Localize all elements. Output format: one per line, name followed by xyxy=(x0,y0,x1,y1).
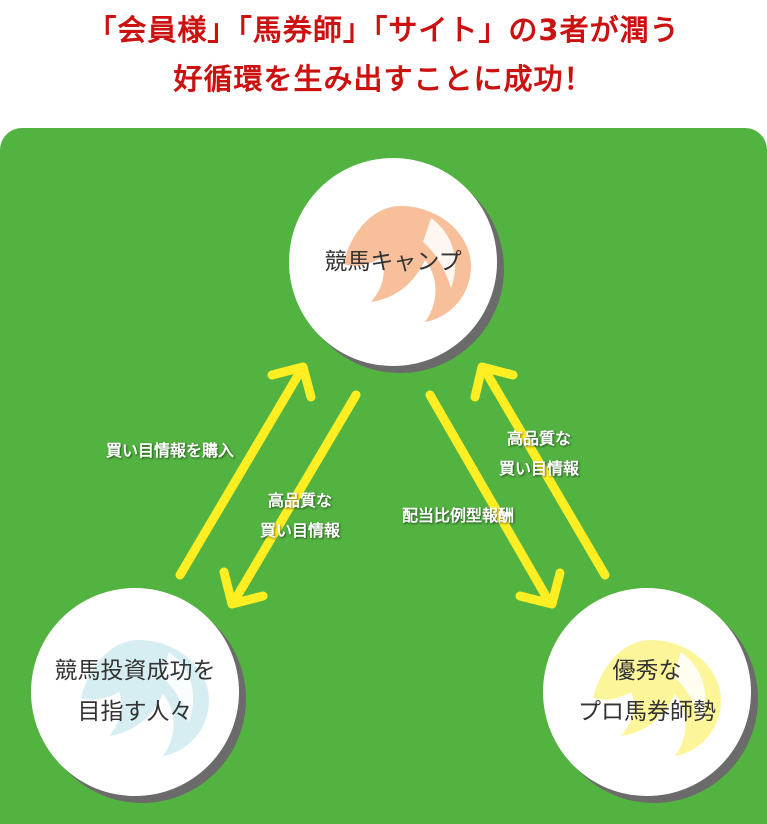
horse-emblem-icon xyxy=(81,640,209,756)
headline-line-1: 「会員様」「馬券師」「サイト」の3者が潤う xyxy=(87,13,680,47)
headline-line-2: 好循環を生み出すことに成功！ xyxy=(173,62,594,96)
arrow-left-down xyxy=(219,390,361,609)
node-pro-tipsters: 優秀な プロ馬券師勢 xyxy=(543,588,751,796)
arrow-right-down xyxy=(425,390,565,609)
horse-emblem-icon xyxy=(593,640,721,756)
node-left-label-1: 競馬投資成功を xyxy=(54,658,216,684)
arrow-left-up xyxy=(175,362,316,580)
headline: 「会員様」「馬券師」「サイト」の3者が潤う 好循環を生み出すことに成功！ xyxy=(0,6,767,104)
node-top-label: 競馬キャンプ xyxy=(324,248,462,275)
node-right-label-1: 優秀な xyxy=(612,658,682,684)
node-investors: 競馬投資成功を 目指す人々 xyxy=(31,588,239,796)
arrow-right-up xyxy=(470,362,610,580)
label-buy-info: 買い目情報を購入 xyxy=(106,441,235,460)
label-quality-info-left: 高品質な 買い目情報 xyxy=(260,491,341,540)
node-left-label-2: 目指す人々 xyxy=(77,699,193,725)
node-right-label-2: プロ馬券師勢 xyxy=(578,699,716,725)
horse-emblem-icon xyxy=(343,206,471,322)
node-keiba-camp: 競馬キャンプ xyxy=(289,158,497,366)
label-reward: 配当比例型報酬 xyxy=(402,506,515,525)
label-quality-info-right: 高品質な 買い目情報 xyxy=(499,429,580,478)
